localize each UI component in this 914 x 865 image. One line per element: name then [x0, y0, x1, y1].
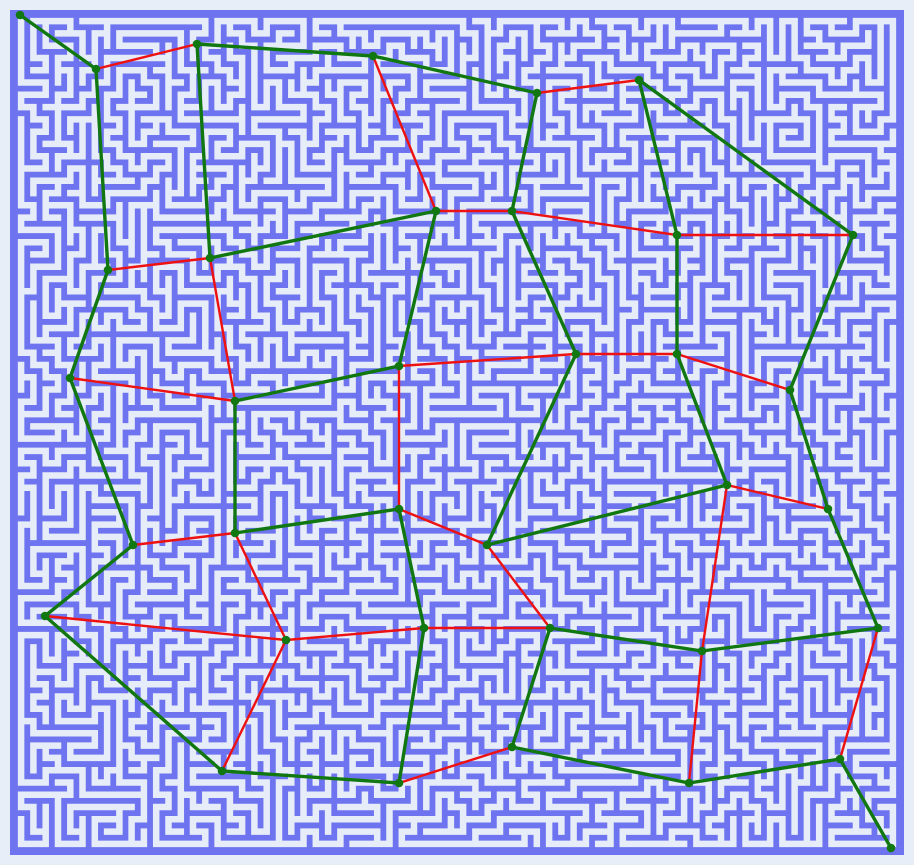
- graph-node-n35: [886, 843, 896, 853]
- green-edge-n30-n31: [220, 769, 401, 785]
- green-edge-n20-n24: [43, 543, 135, 618]
- graph-node-n28: [697, 646, 707, 656]
- green-edge-n6-n14: [397, 209, 438, 368]
- graph-node-n21: [230, 528, 240, 538]
- graph-node-n30: [217, 766, 227, 776]
- graph-node-n23: [482, 540, 492, 550]
- graph-node-n0: [15, 10, 25, 20]
- red-edge-n25-n30: [220, 638, 288, 773]
- green-edge-n4-n7: [510, 91, 539, 213]
- graph-node-n22: [394, 504, 404, 514]
- graph-node-n26: [419, 623, 429, 633]
- graph-node-n14: [394, 361, 404, 371]
- green-edge-n19-n29: [826, 507, 880, 630]
- green-edge-n23-n18: [485, 483, 729, 547]
- graph-node-n12: [65, 373, 75, 383]
- green-edge-n12-n20: [68, 376, 135, 547]
- graph-node-n16: [672, 349, 682, 359]
- graph-node-n34: [835, 754, 845, 764]
- green-edge-n26-n31: [397, 626, 426, 785]
- green-edge-n34-n35: [838, 757, 893, 850]
- graph-node-n13: [230, 396, 240, 406]
- graph-node-n5: [634, 75, 644, 85]
- green-edge-n11-n6: [208, 209, 438, 260]
- graph-node-n25: [281, 635, 291, 645]
- red-edge-n3-n6: [371, 54, 438, 213]
- graph-node-n32: [507, 742, 517, 752]
- red-edge-n12-n13: [68, 376, 237, 403]
- green-edge-n9-n17: [788, 233, 855, 392]
- graph-node-n6: [431, 206, 441, 216]
- green-edge-n21-n22: [233, 507, 401, 535]
- graph-nodes: [15, 10, 896, 853]
- graph-node-n4: [532, 88, 542, 98]
- red-edge-n28-n18: [700, 483, 729, 653]
- green-edge-n2-n3: [195, 42, 375, 58]
- green-edge-n3-n4: [371, 54, 539, 95]
- maze-path: [17, 17, 897, 848]
- red-edge-n23-n27: [485, 543, 552, 630]
- green-edge-n24-n30: [43, 614, 224, 773]
- green-edges: [18, 13, 893, 850]
- red-edge-n14-n15: [397, 352, 578, 368]
- green-edge-n23-n15: [485, 352, 578, 547]
- red-edge-n22-n23: [397, 507, 489, 547]
- red-edge-n29-n34: [838, 626, 880, 761]
- graph-node-n15: [571, 349, 581, 359]
- green-edge-n5-n9: [637, 78, 855, 237]
- graph-node-n3: [368, 51, 378, 61]
- graph-node-n29: [873, 623, 883, 633]
- graph-node-n2: [192, 39, 202, 49]
- red-edge-n25-n26: [284, 626, 426, 642]
- green-edge-n5-n8: [637, 78, 679, 237]
- green-edge-n0-n1: [18, 13, 98, 71]
- green-edge-n1-n10: [94, 67, 110, 272]
- graph-node-n17: [785, 385, 795, 395]
- red-edge-n7-n8: [510, 209, 679, 237]
- graph-node-n10: [103, 265, 113, 275]
- red-edge-n16-n17: [675, 352, 792, 392]
- graph-node-n24: [40, 611, 50, 621]
- red-edge-n31-n32: [397, 745, 514, 785]
- red-edge-n10-n11: [106, 256, 212, 272]
- red-edges: [43, 42, 880, 785]
- graph-node-n18: [722, 480, 732, 490]
- red-edge-n28-n33: [687, 649, 704, 785]
- red-edge-n20-n21: [131, 531, 237, 547]
- graph-node-n9: [848, 230, 858, 240]
- green-edge-n22-n26: [397, 507, 426, 630]
- graph-node-n27: [545, 623, 555, 633]
- red-edge-n18-n19: [725, 483, 830, 511]
- graph-node-n19: [823, 504, 833, 514]
- red-edge-n4-n5: [535, 78, 641, 95]
- red-edge-n1-n2: [94, 42, 199, 71]
- green-edge-n27-n32: [510, 626, 552, 749]
- red-edge-n24-n25: [43, 614, 288, 642]
- green-edge-n16-n18: [675, 352, 729, 487]
- graph-node-n7: [507, 206, 517, 216]
- maze-corridors: [17, 17, 897, 848]
- graph-node-n33: [684, 778, 694, 788]
- green-edge-n10-n12: [68, 268, 110, 380]
- green-edge-n32-n33: [510, 745, 691, 785]
- green-edge-n7-n15: [510, 209, 578, 356]
- green-edge-n33-n34: [687, 757, 842, 785]
- green-edge-n17-n19: [788, 388, 830, 511]
- red-edge-n11-n13: [208, 256, 237, 403]
- green-edge-n28-n29: [700, 626, 880, 653]
- green-edge-n13-n14: [233, 364, 401, 403]
- graph-node-n1: [91, 64, 101, 74]
- graph-node-n31: [394, 778, 404, 788]
- green-edge-n27-n28: [548, 626, 704, 653]
- graph-node-n20: [128, 540, 138, 550]
- graph-node-n8: [672, 230, 682, 240]
- graph-node-n11: [205, 253, 215, 263]
- green-edge-n2-n11: [195, 42, 212, 260]
- red-edge-n21-n25: [233, 531, 288, 642]
